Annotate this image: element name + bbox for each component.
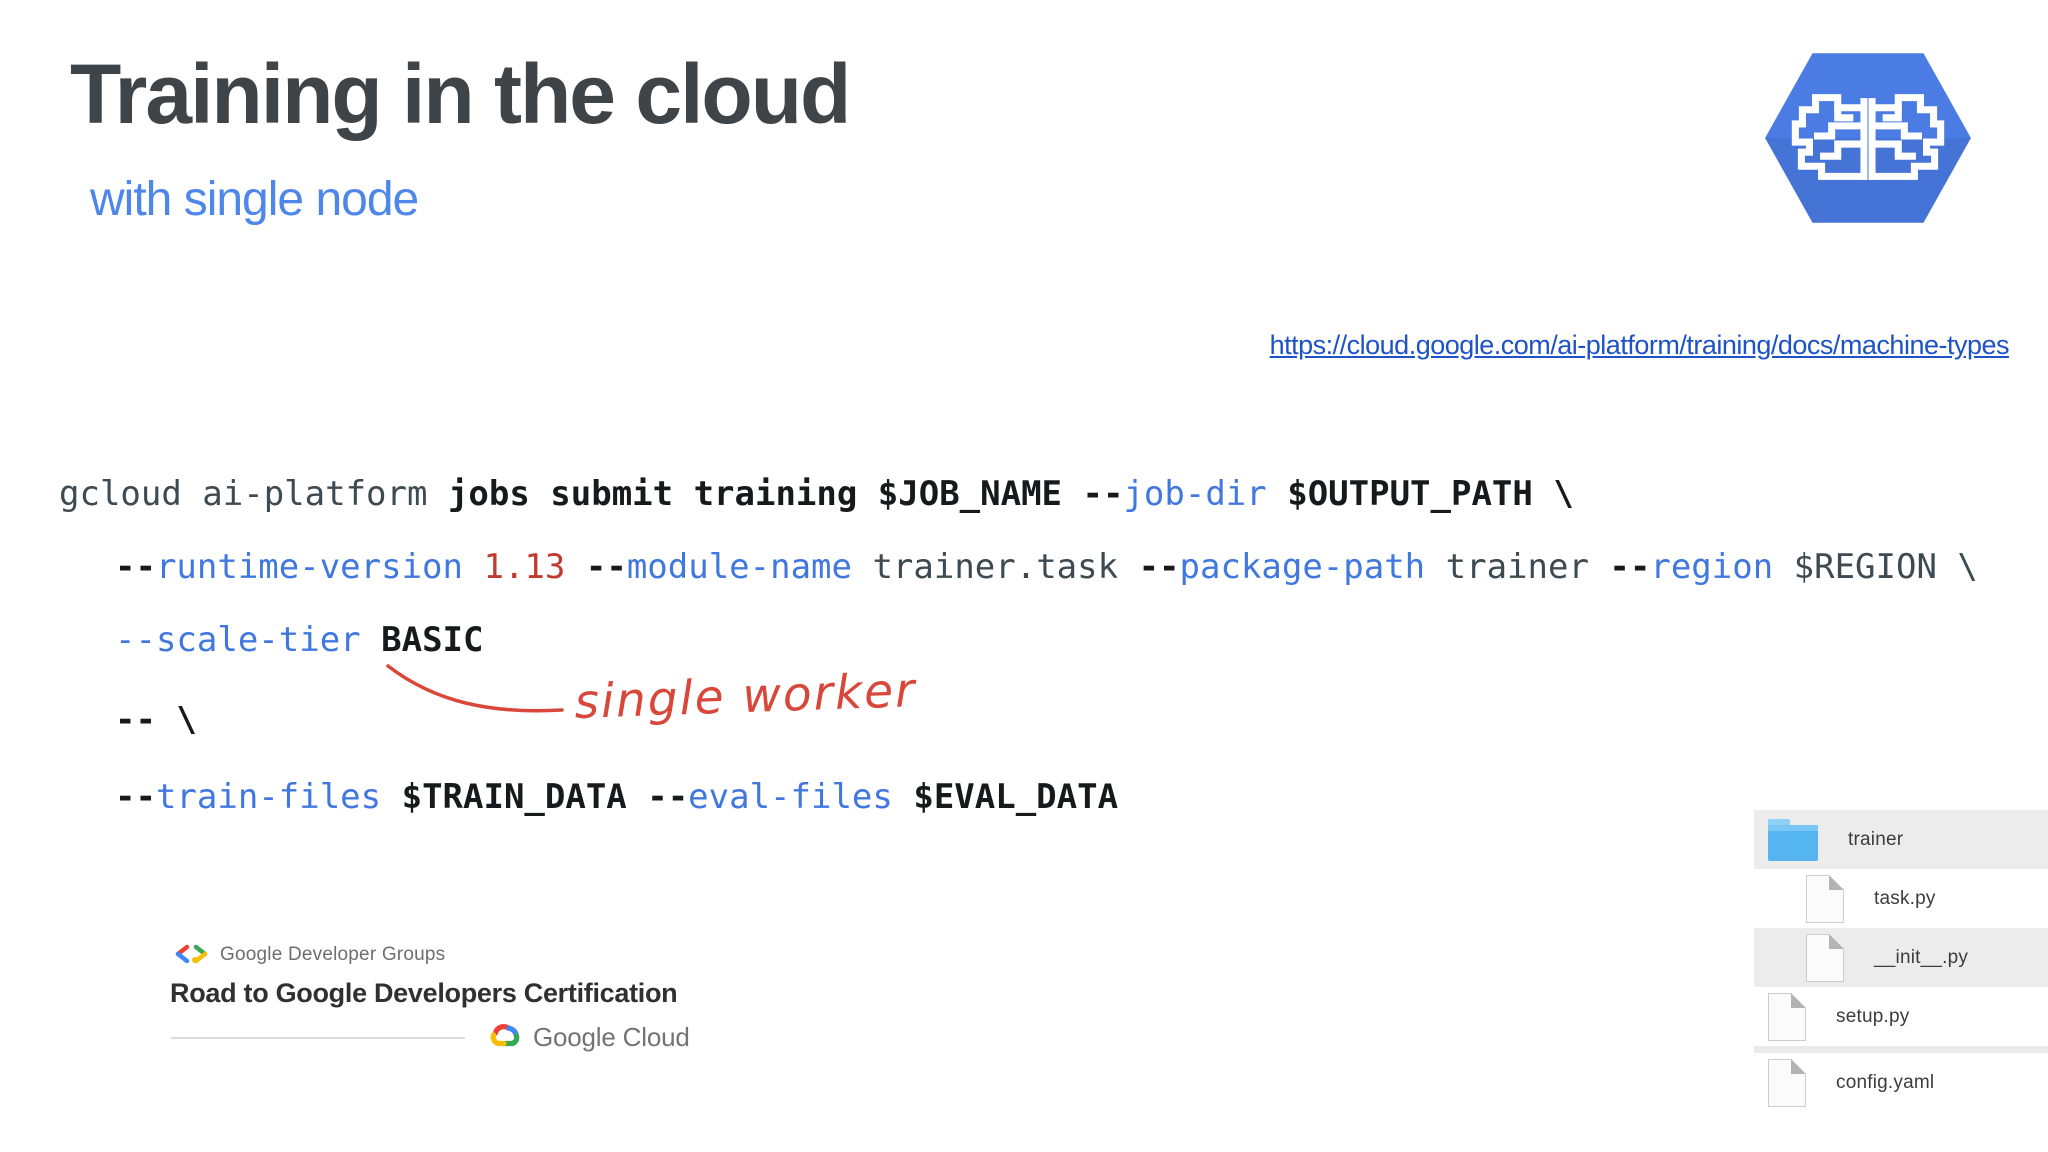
- code-token: [463, 547, 483, 587]
- file-tree-row: __init__.py: [1754, 928, 2048, 987]
- code-token: module-name: [626, 547, 852, 587]
- code-line: --scale-tier BASIC: [115, 620, 484, 660]
- gdg-label: Google Developer Groups: [220, 944, 446, 965]
- code-token: --: [115, 777, 156, 817]
- code-token: $EVAL_DATA: [892, 777, 1119, 817]
- file-name-label: __init__.py: [1874, 946, 1969, 968]
- code-token: -- \: [115, 700, 197, 740]
- annotation-text: single worker: [573, 663, 917, 730]
- footer-divider: [171, 1037, 465, 1039]
- code-token: package-path: [1179, 547, 1426, 587]
- file-icon: [1768, 992, 1806, 1041]
- google-cloud-label: Google Cloud: [533, 1022, 690, 1052]
- code-token: --: [1138, 547, 1180, 587]
- code-token: gcloud ai-platform: [59, 474, 448, 514]
- file-name-label: task.py: [1874, 887, 1936, 909]
- code-token: --: [115, 547, 156, 587]
- annotation-arrow-line: [386, 664, 564, 713]
- gcloud-command-block: gcloud ai-platform jobs submit training …: [59, 0, 2039, 900]
- code-token: job-dir: [1123, 474, 1267, 514]
- page-subtitle: with single node: [90, 173, 419, 226]
- code-token: trainer: [1425, 547, 1610, 587]
- file-tree-row: setup.py: [1754, 987, 2048, 1046]
- file-tree-row: task.py: [1754, 869, 2048, 928]
- file-name-label: config.yaml: [1836, 1071, 1935, 1093]
- code-line: --train-files $TRAIN_DATA --eval-files $…: [115, 777, 1119, 817]
- code-token: BASIC: [381, 620, 484, 660]
- code-line: -- \: [115, 700, 197, 740]
- file-icon: [1806, 874, 1844, 923]
- code-token: 1.13: [483, 547, 566, 587]
- code-token: region: [1650, 547, 1774, 587]
- cloud-ml-brain-hexagon-icon: [1765, 53, 1971, 223]
- google-cloud-logo-icon: [490, 1024, 520, 1047]
- code-token: trainer.task: [851, 547, 1139, 587]
- file-name-label: trainer: [1848, 828, 1904, 850]
- file-icon: [1806, 933, 1844, 982]
- page-title: Training in the cloud: [70, 47, 851, 141]
- trainer-package-file-tree: trainer task.py __init__.py setup.py config.…: [1754, 810, 2048, 1112]
- code-token: train-files: [155, 777, 382, 817]
- file-icon: [1768, 1058, 1806, 1107]
- code-token: --: [1609, 547, 1651, 587]
- code-token: runtime-version: [155, 547, 463, 587]
- code-token: $REGION \: [1773, 547, 1978, 587]
- file-name-label: setup.py: [1836, 1005, 1910, 1027]
- road-to-certification-title: Road to Google Developers Certification: [170, 978, 678, 1008]
- machine-types-doc-link[interactable]: https://cloud.google.com/ai-platform/tra…: [1269, 330, 2010, 360]
- gdg-chevrons-icon: [175, 944, 208, 964]
- code-token: eval-files: [688, 777, 893, 817]
- code-token: [565, 547, 585, 587]
- single-worker-annotation: single worker: [386, 663, 918, 730]
- code-token: --: [585, 547, 627, 587]
- code-token: $OUTPUT_PATH \: [1266, 474, 1574, 514]
- code-line: --runtime-version 1.13 --module-name tra…: [115, 547, 1978, 587]
- file-tree-row: trainer: [1754, 810, 2048, 869]
- file-tree-row: config.yaml: [1754, 1046, 2048, 1112]
- code-token: $TRAIN_DATA --: [381, 777, 689, 817]
- code-line: gcloud ai-platform jobs submit training …: [59, 474, 1574, 514]
- code-token: --scale-tier: [115, 620, 361, 660]
- code-token: jobs submit training $JOB_NAME --: [447, 474, 1124, 514]
- folder-icon: [1768, 818, 1818, 861]
